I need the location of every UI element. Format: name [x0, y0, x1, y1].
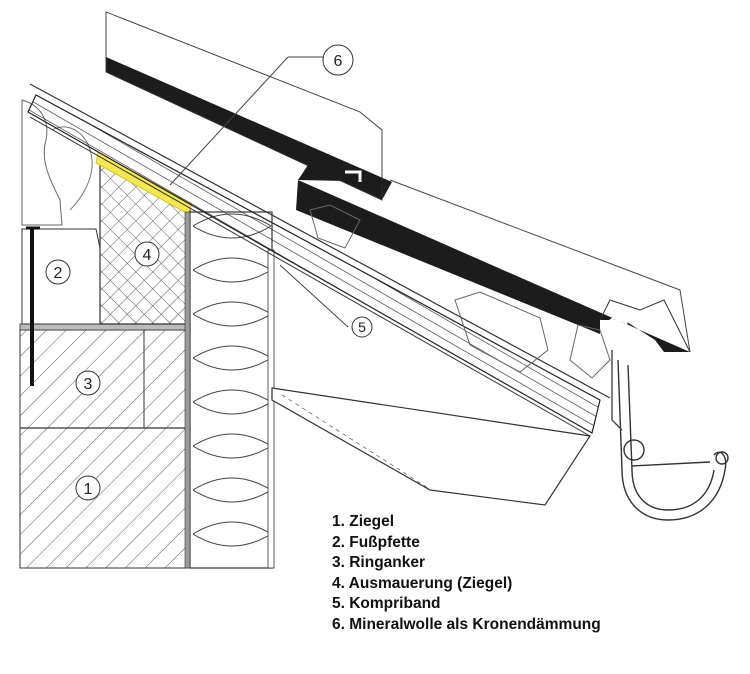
- legend-item-6: 6. Mineralwolle als Kronendämmung: [332, 615, 601, 633]
- callout-3: 3: [75, 370, 101, 396]
- ring-beam: [19, 323, 189, 429]
- callout-5-label: 5: [358, 319, 366, 335]
- legend-item-5: 5. Kompriband: [332, 595, 441, 613]
- legend-list: 1. Ziegel 2. Fußpfette 3. Ringanker 4. A…: [332, 512, 601, 636]
- legend-item-4: 4. Ausmauerung (Ziegel): [332, 574, 513, 592]
- legend-item-1: 1. Ziegel: [332, 513, 395, 530]
- callout-4-label: 4: [143, 247, 152, 264]
- masonry-wall: [19, 427, 189, 569]
- callout-1: 1: [75, 475, 101, 501]
- legend-item-2: 2. Fußpfette: [332, 533, 420, 551]
- roof-battens: [105, 11, 691, 353]
- callout-2: 2: [45, 259, 71, 285]
- callout-1-label: 1: [84, 481, 93, 498]
- callout-5: 5: [351, 316, 373, 338]
- callout-6-label: 6: [334, 53, 343, 70]
- wall-insulation: [184, 211, 275, 569]
- callout-2-label: 2: [54, 265, 63, 282]
- roof-sheathing: [27, 83, 611, 437]
- rain-gutter: [611, 350, 729, 521]
- legend-item-3: 3. Ringanker: [332, 554, 426, 572]
- callout-3-label: 3: [84, 376, 93, 393]
- leader-lines: [169, 56, 349, 328]
- callout-4: 4: [134, 241, 160, 267]
- eave-soffit: [271, 387, 592, 506]
- callout-6: 6: [322, 44, 354, 76]
- tile-lugs: [309, 204, 611, 379]
